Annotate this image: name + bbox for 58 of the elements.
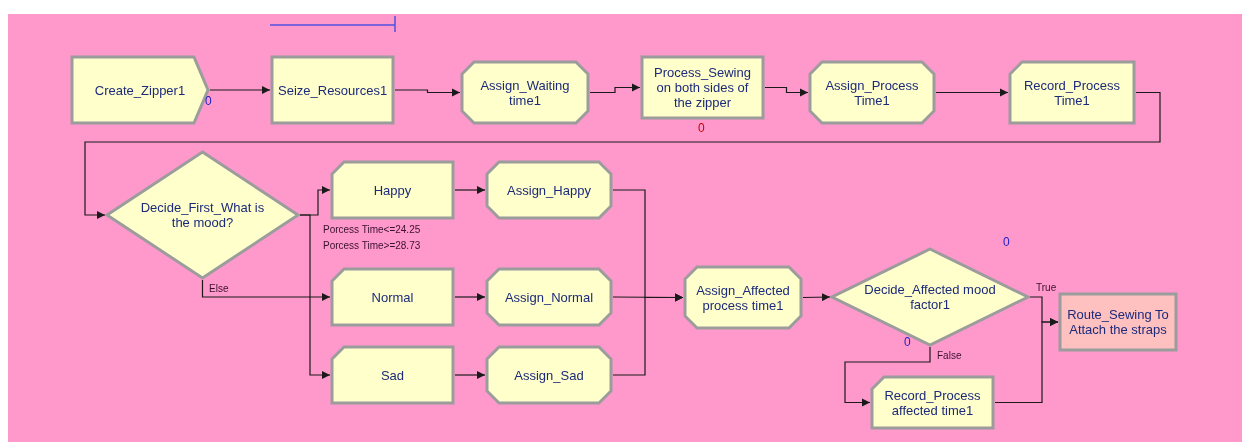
assign-module [683, 265, 803, 330]
module-label: Assign_Normal [504, 289, 594, 305]
record-module [1008, 60, 1136, 125]
edge-label: Porcess Time>=28.73 [322, 240, 422, 252]
process-box [270, 55, 395, 125]
assign-module [485, 160, 613, 220]
module-label: Assign_Happy [507, 182, 591, 198]
module-label: Normal [371, 289, 414, 305]
connector-arrow [844, 346, 931, 407]
connector-arrow [454, 370, 486, 380]
connector-arrow [764, 86, 809, 97]
record-module [330, 345, 455, 405]
edge-label: Porcess Time<=24.25 [322, 224, 422, 236]
assign-module [808, 60, 936, 125]
module-label: Create_Zipper1 [94, 82, 186, 98]
connector-arrow [394, 88, 461, 97]
assign-module [460, 60, 590, 125]
module-label: Assign_Waiting time1 [479, 77, 571, 108]
assign-module [485, 345, 613, 405]
connector-arrow [994, 317, 1059, 404]
edge-label: False [936, 350, 963, 362]
module-label: Sad [380, 367, 405, 383]
connector-arrow [209, 85, 271, 95]
decision-diamond [830, 247, 1030, 347]
counter-label: 0 [904, 336, 911, 349]
module-label: Seize_Resources1 [278, 82, 387, 98]
connector-arrow [454, 292, 486, 302]
connector-arrow [612, 293, 684, 376]
edge-label: True [1035, 282, 1058, 294]
decision-label: Decide_Affected mood factor1 [863, 282, 997, 312]
connector-arrow [935, 88, 1009, 97]
connector-arrow [802, 292, 831, 302]
create-module [70, 55, 210, 125]
connector-arrow [201, 279, 331, 302]
module-label: Route_Sewing To Attach the straps [1066, 307, 1170, 337]
module-label: Happy [373, 182, 412, 198]
counter-label: 0 [698, 122, 705, 135]
connector-arrow [589, 83, 641, 94]
connector-arrow [454, 185, 486, 195]
connector-arrow [299, 214, 331, 380]
module-label: Assign_Affected process time1 [695, 282, 791, 313]
decision-label: Decide_First_What is the mood? [139, 200, 266, 230]
record-module [870, 375, 995, 430]
route-box [1058, 292, 1178, 352]
module-label: Assign_Process Time1 [824, 77, 920, 108]
connector-arrow [84, 91, 1161, 220]
process-box [640, 55, 765, 120]
edge-label: Else [208, 283, 230, 295]
decision-diamond [105, 150, 300, 280]
module-label: Record_Process affected time1 [883, 387, 982, 418]
record-module [330, 267, 455, 327]
counter-label: 0 [205, 95, 212, 108]
record-module [330, 160, 455, 220]
module-label: Assign_Sad [514, 367, 584, 383]
module-label: Record_Process Time1 [1022, 77, 1122, 108]
module-label: Process_Sewing on both sides of the zipper [653, 65, 752, 110]
counter-label: 0 [1003, 236, 1010, 249]
assign-module [485, 267, 613, 327]
